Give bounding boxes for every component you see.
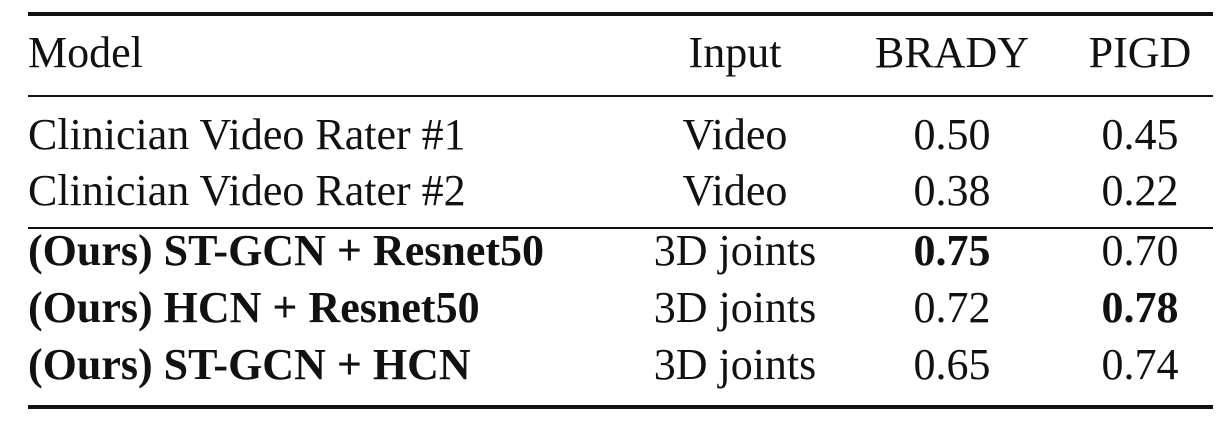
row-pigd: 0.45	[1101, 110, 1179, 159]
row-brady: 0.75	[913, 226, 991, 275]
row-input: 3D joints	[653, 226, 817, 275]
table-bottom-rule	[28, 405, 1213, 409]
table-header-rule	[28, 95, 1213, 97]
row-input: 3D joints	[653, 340, 817, 389]
header-input: Input	[688, 28, 782, 77]
row-input: Video	[682, 110, 788, 159]
row-model: Clinician Video Rater #1	[28, 110, 466, 159]
row-pigd: 0.74	[1101, 340, 1179, 389]
row-brady: 0.38	[913, 166, 991, 215]
row-brady: 0.72	[913, 283, 991, 332]
row-model: (Ours) ST-GCN + HCN	[28, 340, 471, 389]
header-brady: BRADY	[874, 28, 1030, 77]
row-model: Clinician Video Rater #2	[28, 166, 466, 215]
table-group-rule	[28, 227, 1213, 229]
row-pigd: 0.22	[1101, 166, 1179, 215]
row-input: 3D joints	[653, 283, 817, 332]
header-model: Model	[28, 28, 143, 77]
row-brady: 0.50	[913, 110, 991, 159]
row-brady: 0.65	[913, 340, 991, 389]
row-model: (Ours) ST-GCN + Resnet50	[28, 226, 545, 275]
row-input: Video	[682, 166, 788, 215]
row-model: (Ours) HCN + Resnet50	[28, 283, 480, 332]
row-pigd: 0.70	[1101, 226, 1179, 275]
table-top-rule	[28, 12, 1213, 16]
row-pigd: 0.78	[1101, 283, 1179, 332]
header-pigd: PIGD	[1088, 28, 1192, 77]
